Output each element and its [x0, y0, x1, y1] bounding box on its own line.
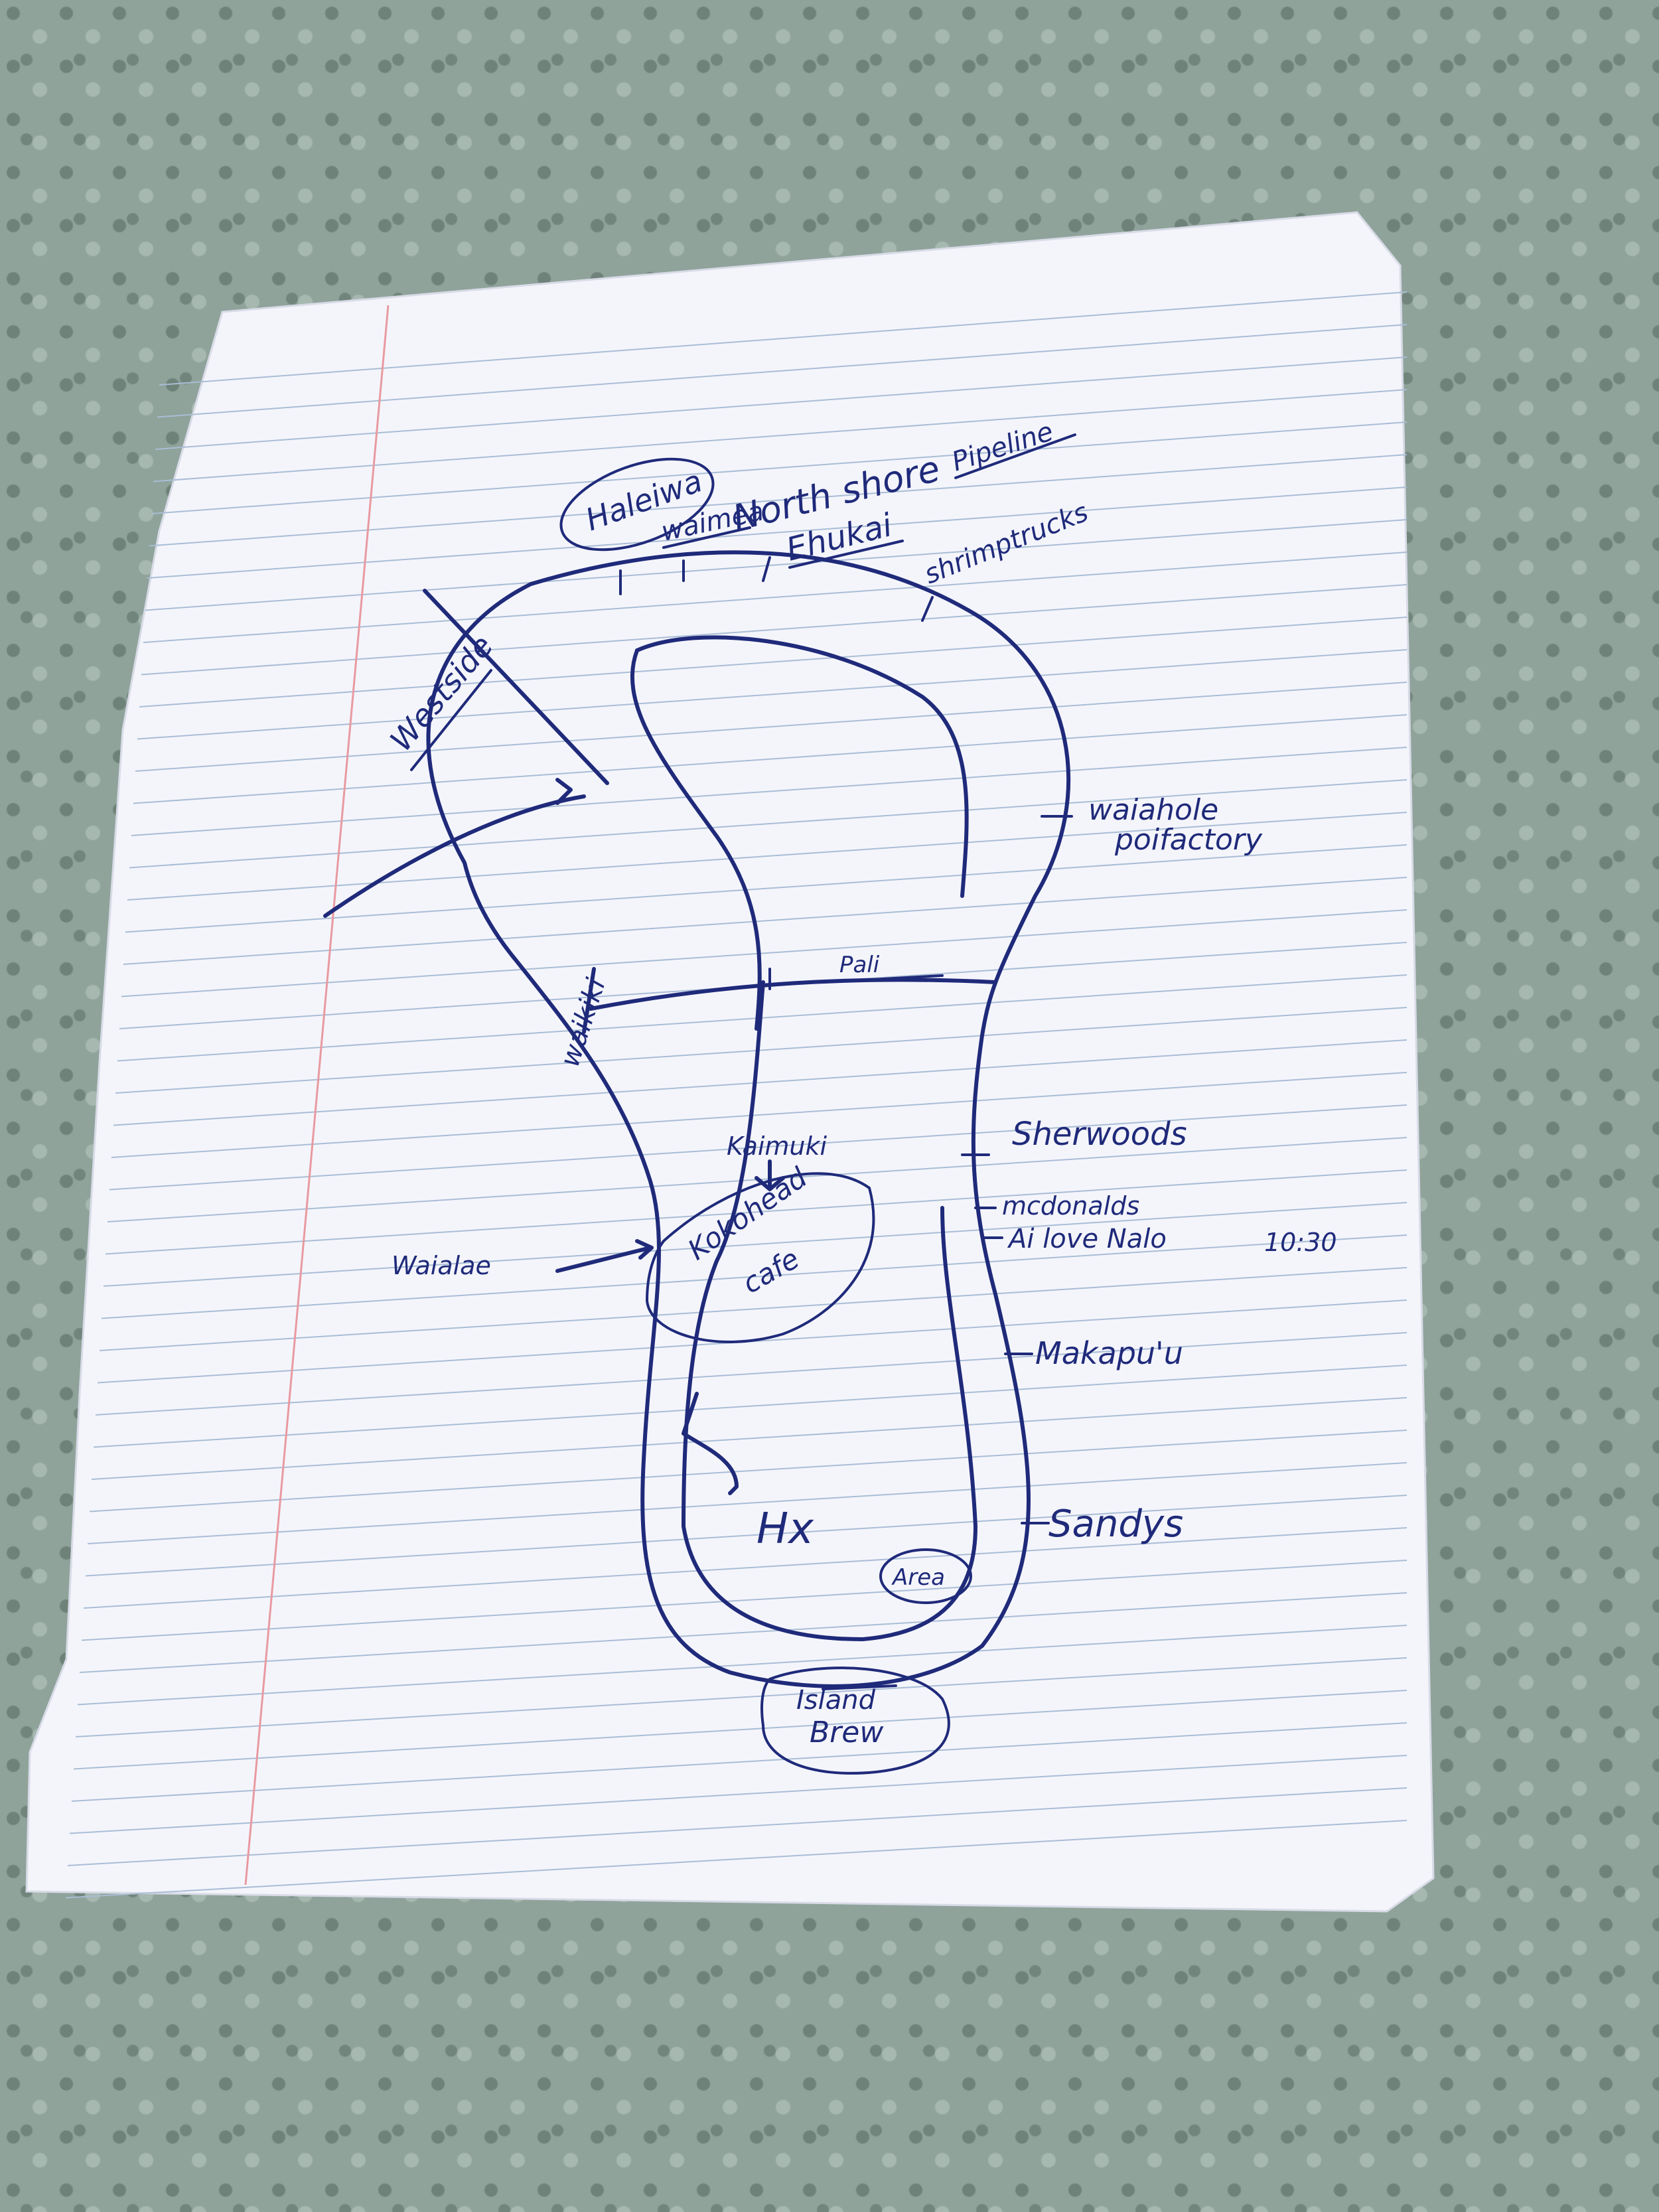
- rule-line: [123, 877, 1407, 965]
- label-kaimuki: Kaimuki: [727, 1132, 828, 1161]
- rule-line: [111, 1072, 1407, 1158]
- label-brew: Brew: [810, 1716, 884, 1749]
- label-waiahole-1: waiahole: [1088, 793, 1218, 827]
- rule-line: [145, 519, 1407, 611]
- label-sherwoods: Sherwoods: [1012, 1116, 1187, 1153]
- rule-line: [155, 356, 1407, 450]
- label-area: Area: [891, 1564, 945, 1591]
- label-sandys: Sandys: [1048, 1503, 1183, 1546]
- rule-line: [71, 1722, 1407, 1802]
- rule-line: [103, 1202, 1407, 1287]
- rule-line: [109, 1104, 1407, 1191]
- rule-line: [77, 1625, 1407, 1706]
- rule-line: [157, 324, 1407, 418]
- rule-line: [85, 1495, 1407, 1577]
- label-waialae: Waialae: [392, 1251, 491, 1280]
- rule-line: [87, 1462, 1407, 1544]
- rule-line: [115, 1007, 1407, 1094]
- rule-line: [141, 584, 1407, 676]
- label-ai-love-nalo: Ai love Nalo: [1007, 1224, 1167, 1254]
- rule-line: [75, 1657, 1407, 1737]
- rule-line: [139, 617, 1407, 707]
- rule-line: [149, 454, 1407, 547]
- rule-line: [67, 1787, 1407, 1866]
- label-makapuu: Makapu'u: [1035, 1335, 1183, 1371]
- label-mcdonalds: mcdonalds: [1002, 1191, 1139, 1220]
- rule-line: [153, 389, 1407, 482]
- rule-line: [79, 1592, 1407, 1673]
- rule-line: [125, 844, 1407, 933]
- rule-line: [91, 1397, 1407, 1480]
- paper-sheet: [25, 211, 1435, 1913]
- ruled-lines: [65, 291, 1407, 1899]
- rule-line: [65, 1820, 1407, 1899]
- kokohead-box: [645, 1172, 875, 1343]
- label-hx: Hx: [757, 1505, 814, 1554]
- margin-line: [244, 305, 390, 1885]
- rule-line: [101, 1234, 1407, 1319]
- rule-line: [159, 291, 1407, 386]
- rule-line: [129, 779, 1407, 869]
- island-outline: [323, 433, 1076, 1775]
- rule-line: [133, 714, 1407, 804]
- label-pali: Pali: [839, 952, 880, 978]
- label-time: 10:30: [1264, 1228, 1337, 1257]
- rule-line: [121, 909, 1407, 997]
- rule-line: [89, 1430, 1407, 1512]
- rule-line: [151, 421, 1407, 514]
- rule-line: [93, 1364, 1407, 1448]
- rule-line: [105, 1169, 1407, 1255]
- rule-line: [131, 747, 1407, 836]
- rule-line: [69, 1755, 1407, 1834]
- rule-line: [83, 1527, 1407, 1609]
- haleiwa-circle: [559, 457, 715, 552]
- rule-line: [137, 649, 1407, 740]
- label-island: Island: [796, 1685, 876, 1716]
- area-circle: [879, 1548, 972, 1604]
- rule-line: [81, 1560, 1407, 1641]
- location-ticks: [619, 556, 1073, 1524]
- island-brew-circle: [760, 1666, 950, 1775]
- label-waiahole-2: poifactory: [1114, 823, 1263, 857]
- rule-line: [99, 1267, 1407, 1351]
- rule-line: [73, 1690, 1407, 1770]
- rule-line: [113, 1039, 1407, 1126]
- rule-line: [143, 552, 1407, 643]
- rule-line: [147, 486, 1407, 579]
- rule-line: [127, 812, 1407, 901]
- rule-line: [95, 1332, 1407, 1416]
